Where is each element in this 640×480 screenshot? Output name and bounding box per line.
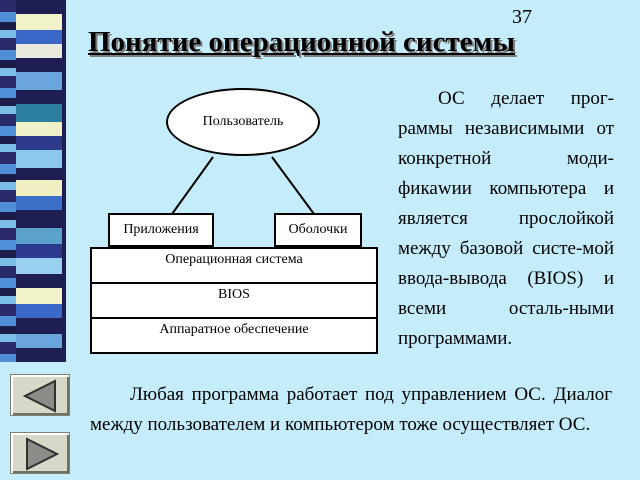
diagram-node-applications: Приложения [108,213,214,247]
page-title: Понятие операционной системы [88,26,515,58]
diagram-node-user: Пользователь [166,88,320,156]
diagram-layer-bios-label: BIOS [218,287,250,302]
diagram-layer-hardware-label: Аппаратное обеспечение [159,322,309,337]
diagram-layer-bios: BIOS [90,282,378,319]
diagram-node-applications-label: Приложения [123,222,199,237]
diagram-node-shells: Оболочки [274,213,362,247]
diagram-layer-os-label: Операционная система [165,252,303,267]
next-slide-button[interactable] [10,432,70,474]
previous-slide-button[interactable] [10,374,70,416]
decorative-stripe [0,0,66,362]
diagram-layer-os: Операционная система [90,247,378,284]
os-description-paragraph: ОС делает прог-раммы независимыми от кон… [398,88,614,349]
page-number: 37 [512,6,532,28]
triangle-right-icon [26,437,60,471]
diagram-node-shells-label: Оболочки [288,222,348,237]
os-control-paragraph: Любая программа работает под управлением… [90,384,612,435]
diagram-node-user-label: Пользователь [202,114,284,129]
diagram-layer-hardware: Аппаратное обеспечение [90,317,378,354]
triangle-left-icon [22,379,56,413]
